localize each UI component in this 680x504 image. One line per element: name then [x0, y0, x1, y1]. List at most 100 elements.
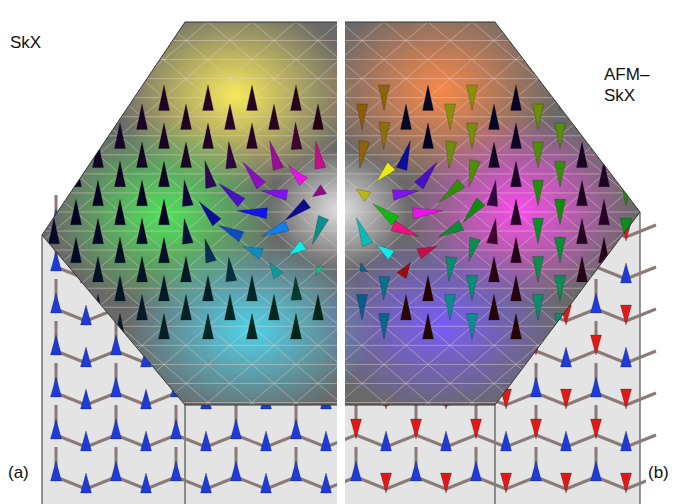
spin-arrow-cone [51, 377, 62, 397]
spin-arrow [555, 314, 566, 340]
spin-arrow [199, 202, 221, 226]
spin-arrow-cone [391, 221, 419, 237]
bond [626, 309, 656, 321]
spin-arrow [379, 276, 390, 300]
spin-arrow [247, 275, 258, 301]
spin-arrow [316, 267, 324, 276]
spin-arrow-cone [49, 295, 60, 321]
spin-arrow-cone [379, 85, 390, 111]
spin-arrow-cone [81, 305, 92, 325]
spin-arrow [49, 180, 60, 206]
grid-line [84, 0, 680, 472]
spin-arrow [81, 431, 92, 451]
spin-arrow-cone [270, 141, 284, 171]
spin-arrow-cone [137, 218, 148, 244]
spin-arrow-cone [489, 104, 500, 130]
spin-arrow-cone [531, 461, 542, 481]
spin-arrow-cone [533, 295, 544, 321]
spin-arrow [181, 142, 192, 168]
spin-arrow-cone [93, 218, 104, 244]
spin-arrow [577, 295, 588, 321]
panel-label: AFM– SkX [602, 64, 666, 107]
spin-arrow [621, 347, 632, 367]
spin-arrow [599, 123, 610, 149]
spin-arrow-cone [555, 237, 566, 263]
spin-arrow-cone [203, 275, 214, 301]
spin-arrow [621, 389, 632, 409]
spin-arrow-cone [226, 257, 237, 282]
spin-arrow [111, 419, 122, 439]
grid-line [0, 0, 156, 472]
spin-arrow [81, 305, 92, 325]
spin-arrow [159, 275, 170, 301]
spin-arrow [219, 225, 244, 241]
spin-arrow [71, 314, 82, 340]
spin-arrow-cone [555, 275, 566, 301]
grid-line [0, 0, 376, 472]
spin-arrow-cone [445, 295, 456, 321]
spin-arrow-cone [51, 461, 62, 481]
spin-arrow-cone [501, 473, 512, 493]
spin-arrow [137, 104, 148, 130]
spin-arrow [360, 263, 368, 272]
spin-arrow-cone [621, 142, 632, 168]
spin-arrow-cone [533, 256, 544, 282]
spin-arrow [413, 208, 443, 219]
spin-arrow [51, 335, 62, 355]
bond [476, 435, 506, 447]
spin-arrow [93, 295, 104, 321]
spin-arrow-cone [313, 295, 324, 321]
spin-arrow-cone [261, 431, 272, 451]
spin-arrow [467, 123, 478, 149]
spin-arrow [445, 104, 456, 130]
spin-arrow-cone [377, 162, 396, 181]
spin-arrow [591, 293, 602, 313]
bond [596, 267, 626, 279]
spin-arrow-cone [621, 263, 632, 283]
spin-arrow-cone [81, 473, 92, 493]
grid-line [568, 0, 680, 472]
spin-arrow-cone [621, 256, 632, 282]
spin-arrow-cone [93, 104, 104, 130]
spin-arrow-cone [469, 237, 480, 261]
spin-arrow [471, 419, 482, 439]
spin-arrow [533, 256, 544, 282]
bond [446, 435, 476, 447]
spin-arrow-cone [201, 431, 212, 451]
grid-line [0, 0, 244, 472]
spin-arrow [81, 347, 92, 367]
spin-arrow-cone [467, 314, 478, 340]
spin-arrow [291, 419, 302, 439]
spin-arrow [599, 237, 610, 263]
spin-arrow [71, 199, 82, 225]
spin-arrow [487, 180, 498, 206]
spin-arrow [269, 295, 280, 321]
grid-line [0, 0, 112, 472]
grid-line [348, 0, 680, 472]
grid-line [0, 0, 464, 472]
spin-arrow [111, 335, 122, 355]
bond [506, 435, 536, 447]
spin-arrow [115, 199, 126, 225]
spin-arrow [115, 161, 126, 187]
bond [386, 435, 416, 447]
spin-arrow-cone [555, 123, 566, 149]
spin-arrow [203, 314, 214, 340]
spin-arrow [471, 461, 482, 481]
panel-label: SkX [8, 32, 43, 53]
spin-arrow [621, 256, 632, 282]
spin-arrow-cone [446, 257, 457, 282]
spin-arrow [247, 123, 258, 149]
spin-arrow-cone [561, 473, 572, 493]
spin-arrow-cone [111, 377, 122, 397]
spin-arrow-cone [291, 461, 302, 481]
spin-arrow-cone [159, 275, 170, 301]
spin-arrow-cone [111, 419, 122, 439]
spin-arrow-cone [489, 142, 500, 168]
spin-arrow-cone [423, 85, 434, 111]
spin-arrow [141, 431, 152, 451]
spin-arrow-cone [231, 461, 242, 481]
spin-arrow [291, 461, 302, 481]
grid-line [0, 0, 24, 472]
spin-arrow [577, 104, 588, 130]
